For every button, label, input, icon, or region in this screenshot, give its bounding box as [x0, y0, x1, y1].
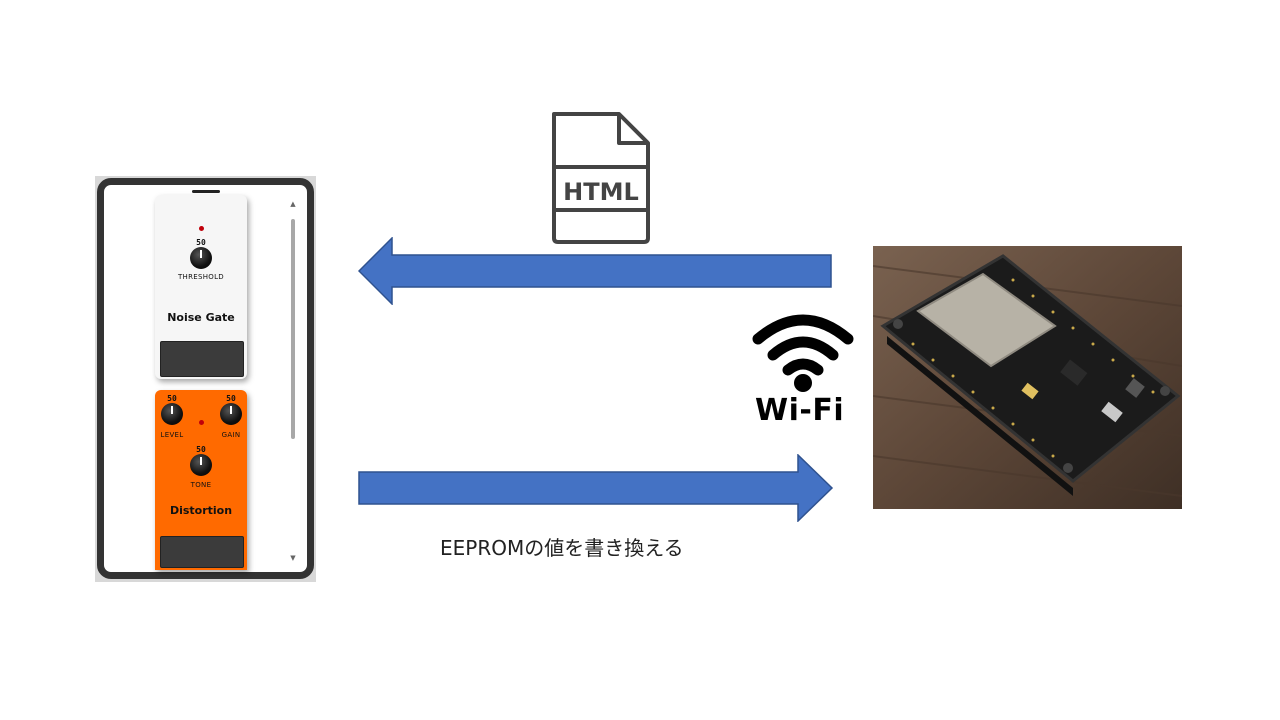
- wifi-icon: [752, 307, 854, 397]
- tone-label: TONE: [190, 481, 212, 489]
- file-icon-label: HTML: [563, 178, 639, 206]
- led-indicator: [199, 226, 204, 231]
- threshold-knob[interactable]: [190, 247, 212, 269]
- level-value: 50: [167, 394, 177, 403]
- pedal-name: Noise Gate: [167, 311, 235, 324]
- gain-label: GAIN: [221, 431, 241, 439]
- threshold-value: 50: [196, 238, 206, 247]
- phone-notch: [192, 190, 220, 193]
- arrow-left: [358, 237, 833, 305]
- footswitch-button[interactable]: [160, 341, 244, 377]
- tone-knob[interactable]: [190, 454, 212, 476]
- scrollbar-thumb[interactable]: [291, 219, 295, 439]
- scroll-up-arrow-icon[interactable]: ▲: [290, 200, 296, 208]
- footswitch-button[interactable]: [160, 536, 244, 568]
- pedal-name: Distortion: [169, 504, 233, 517]
- distortion-pedal: 50 LEVEL 50 GAIN 50 TONE Distortion: [155, 390, 247, 570]
- gain-knob[interactable]: [220, 403, 242, 425]
- level-label: LEVEL: [160, 431, 184, 439]
- level-knob[interactable]: [161, 403, 183, 425]
- esp32-board-photo: [873, 246, 1182, 509]
- noise-gate-pedal: 50 THRESHOLD Noise Gate: [155, 195, 247, 379]
- wifi-label: Wi-Fi: [755, 393, 845, 428]
- arrow-right: [358, 454, 834, 522]
- html-file-icon: HTML: [549, 110, 653, 250]
- tone-value: 50: [196, 445, 206, 454]
- threshold-label: THRESHOLD: [177, 273, 225, 281]
- led-indicator: [199, 420, 204, 425]
- scrollbar[interactable]: ▲ ▼: [290, 201, 296, 564]
- caption-text: EEPROMの値を書き換える: [440, 536, 684, 560]
- scroll-down-arrow-icon[interactable]: ▼: [290, 554, 296, 562]
- gain-value: 50: [226, 394, 236, 403]
